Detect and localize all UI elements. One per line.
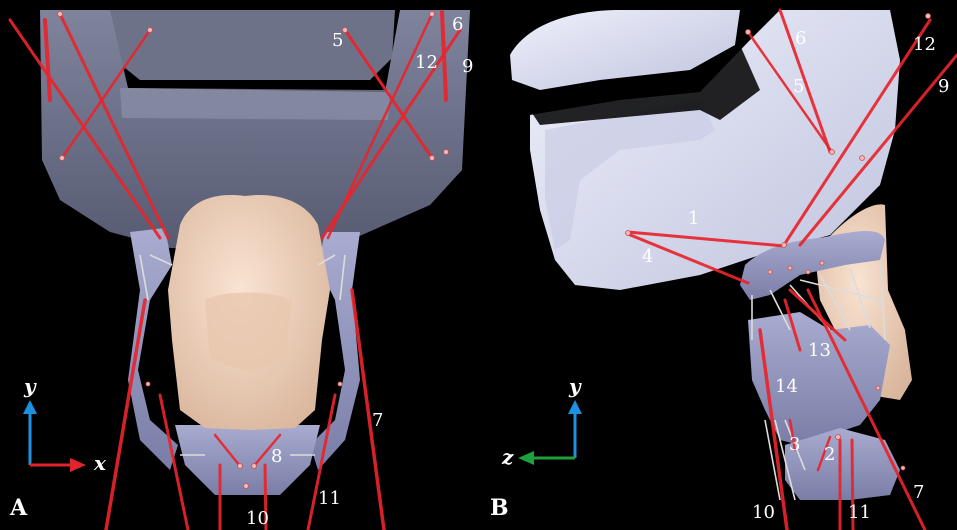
label-9-b: 9 xyxy=(938,76,949,97)
label-8-a: 8 xyxy=(271,446,282,467)
larynx-b xyxy=(748,312,890,445)
label-9-a: 9 xyxy=(462,56,473,77)
panel-a: 5 6 12 9 7 8 10 11 y x A xyxy=(9,10,473,530)
panel-letter-b: B xyxy=(490,495,509,521)
label-4-b: 4 xyxy=(642,246,653,267)
panel-separator xyxy=(488,0,492,530)
upper-teeth-a xyxy=(110,10,395,80)
label-5-b: 5 xyxy=(793,76,804,97)
axes-b: y z xyxy=(501,374,582,469)
label-5-a: 5 xyxy=(332,30,343,51)
label-1-b: 1 xyxy=(688,208,699,229)
axis-y-label-b: y xyxy=(568,374,582,398)
label-6-a: 6 xyxy=(452,14,463,35)
lower-teeth-a xyxy=(120,88,390,120)
upper-jaw-b xyxy=(510,10,740,90)
label-11-a: 11 xyxy=(318,488,341,509)
label-13-b: 13 xyxy=(808,340,831,361)
axis-x-label-a: x xyxy=(93,451,107,475)
axis-y-label-a: y xyxy=(23,374,37,398)
label-2-b: 2 xyxy=(824,444,835,465)
label-10-a: 10 xyxy=(246,508,269,529)
label-6-b: 6 xyxy=(795,28,806,49)
panel-letter-a: A xyxy=(9,495,28,521)
label-12-b: 12 xyxy=(913,34,936,55)
thyroid-notch-a xyxy=(205,293,292,373)
label-12-a: 12 xyxy=(415,52,438,73)
axes-a: y x xyxy=(23,374,107,475)
label-7-b: 7 xyxy=(913,482,924,503)
label-10-b: 10 xyxy=(752,502,775,523)
label-3-b: 3 xyxy=(789,434,800,455)
axis-z-label-b: z xyxy=(501,445,514,469)
panel-b: 6 12 5 9 1 4 13 14 3 2 10 11 7 y z B xyxy=(490,10,957,530)
label-14-b: 14 xyxy=(775,376,798,397)
label-7-a: 7 xyxy=(372,410,383,431)
label-11-b: 11 xyxy=(848,502,871,523)
